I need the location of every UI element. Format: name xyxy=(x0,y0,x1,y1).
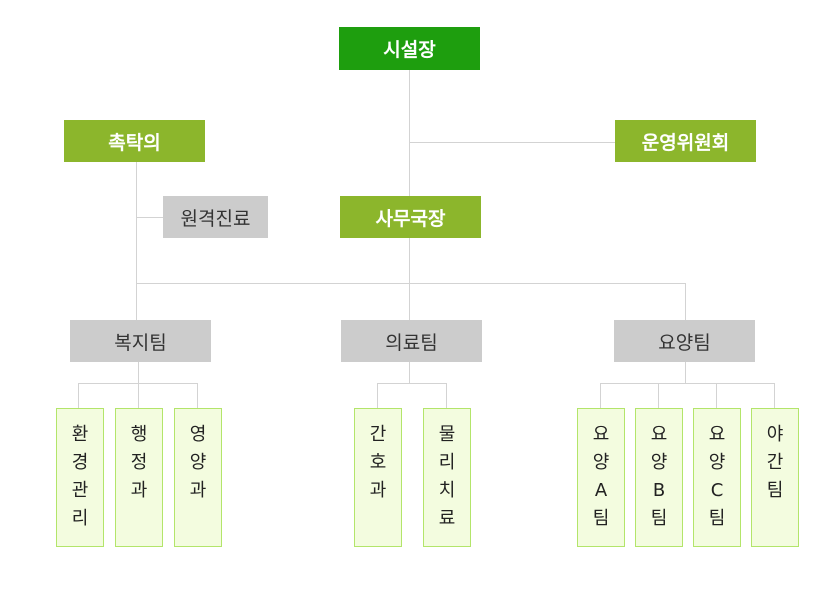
unit-label: 행정과 xyxy=(130,424,148,501)
unit-label: 요양A팀 xyxy=(592,424,610,529)
unit-label: 야간팀 xyxy=(766,424,784,501)
connector xyxy=(136,217,163,218)
connector xyxy=(138,362,139,383)
node-unit: 요양B팀 xyxy=(635,408,683,547)
node-team-medical: 의료팀 xyxy=(341,320,482,362)
node-team-care: 요양팀 xyxy=(614,320,755,362)
node-unit: 영양과 xyxy=(174,408,222,547)
node-director: 시설장 xyxy=(339,27,480,70)
connector xyxy=(409,362,410,383)
node-unit: 간호과 xyxy=(354,408,402,547)
connector xyxy=(377,383,378,408)
connector xyxy=(377,383,447,384)
node-unit: 행정과 xyxy=(115,408,163,547)
connector xyxy=(685,362,686,383)
unit-label: 영양과 xyxy=(189,424,207,501)
connector xyxy=(600,383,775,384)
connector xyxy=(197,383,198,408)
node-unit: 야간팀 xyxy=(751,408,799,547)
connector xyxy=(409,70,410,320)
node-team-welfare: 복지팀 xyxy=(70,320,211,362)
node-unit: 요양C팀 xyxy=(693,408,741,547)
connector xyxy=(446,383,447,408)
connector xyxy=(138,383,139,408)
connector xyxy=(685,283,686,320)
unit-label: 환경관리 xyxy=(71,424,89,529)
unit-label: 간호과 xyxy=(369,424,387,501)
unit-label: 물리치료 xyxy=(438,424,456,529)
node-unit: 환경관리 xyxy=(56,408,104,547)
unit-label: 요양C팀 xyxy=(708,424,726,529)
unit-label: 요양B팀 xyxy=(650,424,668,529)
node-committee: 운영위원회 xyxy=(615,120,756,162)
node-unit: 요양A팀 xyxy=(577,408,625,547)
node-secretary: 사무국장 xyxy=(340,196,481,238)
node-telemedicine: 원격진료 xyxy=(163,196,268,238)
connector xyxy=(600,383,601,408)
connector xyxy=(136,162,137,320)
connector xyxy=(409,142,615,143)
connector xyxy=(774,383,775,408)
node-doctor: 촉탁의 xyxy=(64,120,205,162)
connector xyxy=(136,283,686,284)
connector xyxy=(658,383,659,408)
node-unit: 물리치료 xyxy=(423,408,471,547)
connector xyxy=(716,383,717,408)
connector xyxy=(78,383,79,408)
